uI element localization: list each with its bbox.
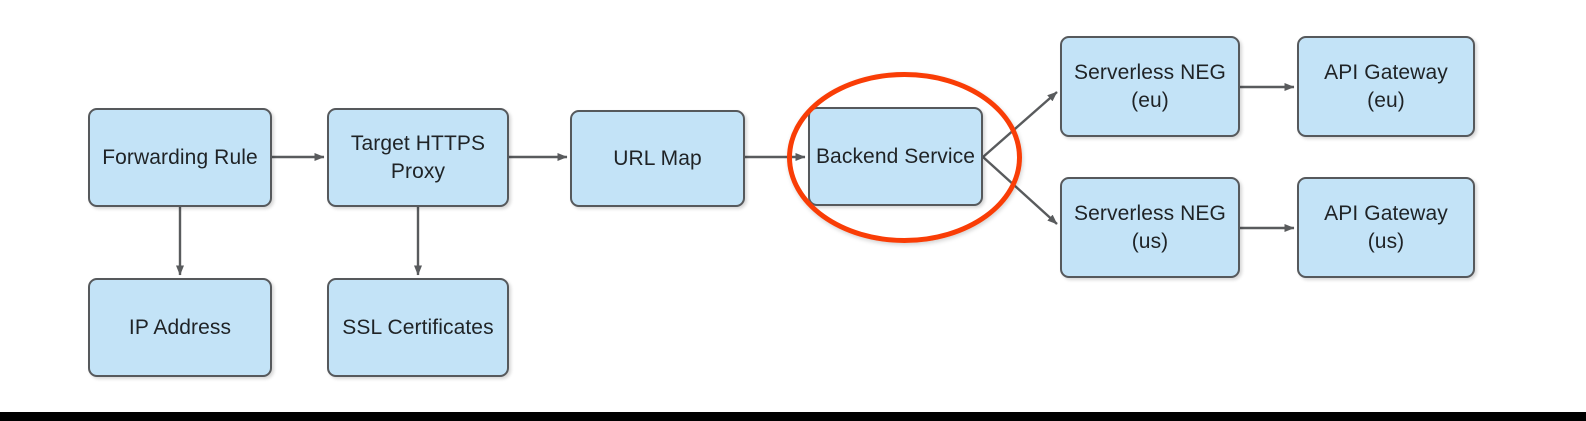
node-target-https-proxy[interactable]: Target HTTPS Proxy: [327, 108, 509, 207]
node-forwarding-rule[interactable]: Forwarding Rule: [88, 108, 272, 207]
node-ip-address[interactable]: IP Address: [88, 278, 272, 377]
node-url-map[interactable]: URL Map: [570, 110, 745, 207]
node-serverless-neg-eu[interactable]: Serverless NEG (eu): [1060, 36, 1240, 137]
node-serverless-neg-us[interactable]: Serverless NEG (us): [1060, 177, 1240, 278]
node-api-gateway-eu[interactable]: API Gateway (eu): [1297, 36, 1475, 137]
node-ssl-certificates[interactable]: SSL Certificates: [327, 278, 509, 377]
bottom-bar: [0, 412, 1586, 421]
backend-service-highlight-ellipse: [787, 72, 1022, 243]
node-api-gateway-us[interactable]: API Gateway (us): [1297, 177, 1475, 278]
